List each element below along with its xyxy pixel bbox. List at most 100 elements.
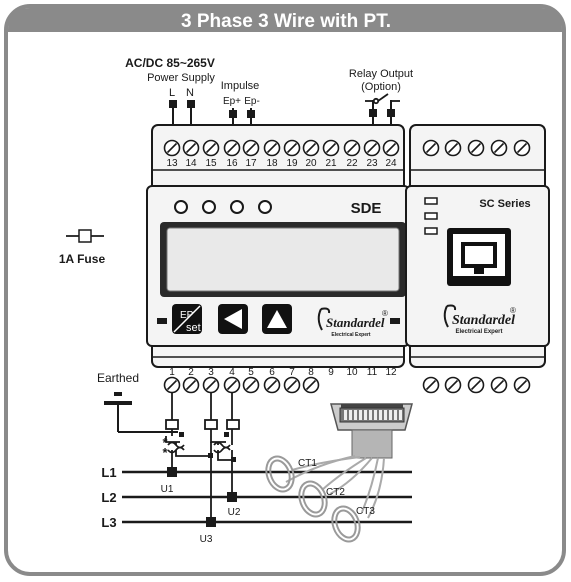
terminal-screw-2	[182, 376, 200, 394]
ct-label-CT3: CT3	[356, 506, 375, 517]
up-arrow-icon	[267, 310, 287, 328]
module-bottom-terminals	[422, 376, 531, 394]
terminal-screw-1	[163, 376, 181, 394]
terminal-number-7: 7	[289, 367, 295, 378]
terminal-number-14: 14	[185, 158, 197, 169]
impulse-ep-minus-label: Ep-	[244, 96, 260, 107]
module-brand-logo: Standardel ® Electrical Expert	[443, 304, 516, 335]
ct-pin	[384, 410, 387, 420]
terminal-screw-22	[343, 139, 361, 157]
pt-polarity-mark-2: *	[162, 445, 168, 460]
module-brand-sub: Electrical Expert	[455, 329, 502, 335]
terminal-number-1: 1	[169, 367, 175, 378]
meter-registered-mark: ®	[382, 309, 388, 318]
module-top-screw-2	[444, 139, 462, 157]
module-registered-mark: ®	[510, 306, 516, 315]
terminal-screw-3	[202, 376, 220, 394]
supply-L-label: L	[169, 87, 175, 99]
terminal-screw-8	[302, 376, 320, 394]
rj45-port[interactable]	[447, 228, 511, 286]
terminal-screw-7	[283, 376, 301, 394]
title-bar	[8, 8, 562, 32]
earthed-label: Earthed	[97, 371, 139, 385]
relay-switch-symbol	[365, 93, 400, 105]
terminal-number-8: 8	[308, 367, 314, 378]
power-supply-label: Power Supply	[147, 72, 215, 84]
terminal-number-6: 6	[269, 367, 275, 378]
diagram-title: 3 Phase 3 Wire with PT.	[181, 11, 391, 32]
ct-pin	[379, 410, 382, 420]
meter-brand-text: Standardel	[326, 315, 385, 330]
left-arrow-button[interactable]	[218, 304, 248, 334]
ct-pin	[399, 410, 402, 420]
module-top-screw-5	[513, 139, 531, 157]
terminal-number-19: 19	[286, 158, 298, 169]
ct-pin	[374, 410, 377, 420]
top-terminal-strip	[163, 139, 400, 157]
terminal-screw-14	[182, 139, 200, 157]
terminal-number-4: 4	[229, 367, 235, 378]
ct-pin	[394, 410, 397, 420]
terminal-screw-13	[163, 139, 181, 157]
module-top-screw-3	[467, 139, 485, 157]
left-slot	[157, 318, 167, 324]
module-bottom-screw-3	[467, 376, 485, 394]
module-top-terminals	[422, 139, 531, 157]
line-L2-label: L2	[101, 490, 116, 505]
terminal-screw-16	[223, 139, 241, 157]
left-arrow-icon	[224, 309, 242, 329]
ep-key-label: EP	[180, 310, 194, 321]
fuse-label: 1A Fuse	[59, 252, 106, 266]
wire-junctions	[179, 432, 236, 462]
terminal-number-15: 15	[205, 158, 217, 169]
module-bottom-screw-5	[513, 376, 531, 394]
pt-label-U3: U3	[200, 534, 213, 545]
terminal-screw-6	[263, 376, 281, 394]
supply-voltage-label: AC/DC 85~265V	[125, 56, 215, 70]
supply-wire-ends	[169, 100, 395, 118]
terminal-number-18: 18	[266, 158, 278, 169]
module-brand-text: Standardel	[452, 313, 515, 328]
ct-coils	[265, 455, 361, 543]
terminal-number-16: 16	[226, 158, 238, 169]
terminal-number-12: 12	[385, 367, 397, 378]
indicator-leds	[174, 200, 272, 214]
module-top-screw-1	[422, 139, 440, 157]
ct-pin	[354, 410, 357, 420]
terminal-number-11: 11	[367, 367, 378, 378]
terminal-screw-20	[302, 139, 320, 157]
terminal-number-21: 21	[325, 158, 337, 169]
ep-set-button[interactable]: EP set	[172, 304, 202, 334]
up-arrow-button[interactable]	[262, 304, 292, 334]
terminal-number-2: 2	[188, 367, 194, 378]
relay-option-label: (Option)	[361, 81, 401, 93]
terminal-screw-15	[202, 139, 220, 157]
ct-connector-pins	[344, 410, 402, 420]
right-slot	[390, 318, 400, 324]
ct-pin	[344, 410, 347, 420]
ct-label-CT2: CT2	[326, 487, 345, 498]
terminal-number-10: 10	[346, 367, 358, 378]
lcd-display	[166, 227, 400, 292]
module-bottom-screw-1	[422, 376, 440, 394]
terminal-screw-5	[242, 376, 260, 394]
line-L3-label: L3	[101, 515, 116, 530]
meter-brand-sub: Electrical Expert	[331, 332, 371, 338]
terminal-number-13: 13	[166, 158, 178, 169]
module-indicators	[424, 197, 438, 235]
module-top-screw-4	[490, 139, 508, 157]
meter-model-label: SDE	[351, 200, 382, 217]
terminal-screw-17	[242, 139, 260, 157]
fuse-symbol	[66, 229, 104, 243]
ct-cables	[285, 455, 385, 519]
terminal-screw-24	[382, 139, 400, 157]
pt-label-U2: U2	[228, 507, 241, 518]
terminal-number-23: 23	[366, 158, 378, 169]
ct-pin	[364, 410, 367, 420]
pt-polarity-mark-1: *	[162, 435, 168, 450]
pt-connection-points	[167, 467, 237, 527]
relay-output-label: Relay Output	[349, 68, 413, 80]
ct-pin	[389, 410, 392, 420]
